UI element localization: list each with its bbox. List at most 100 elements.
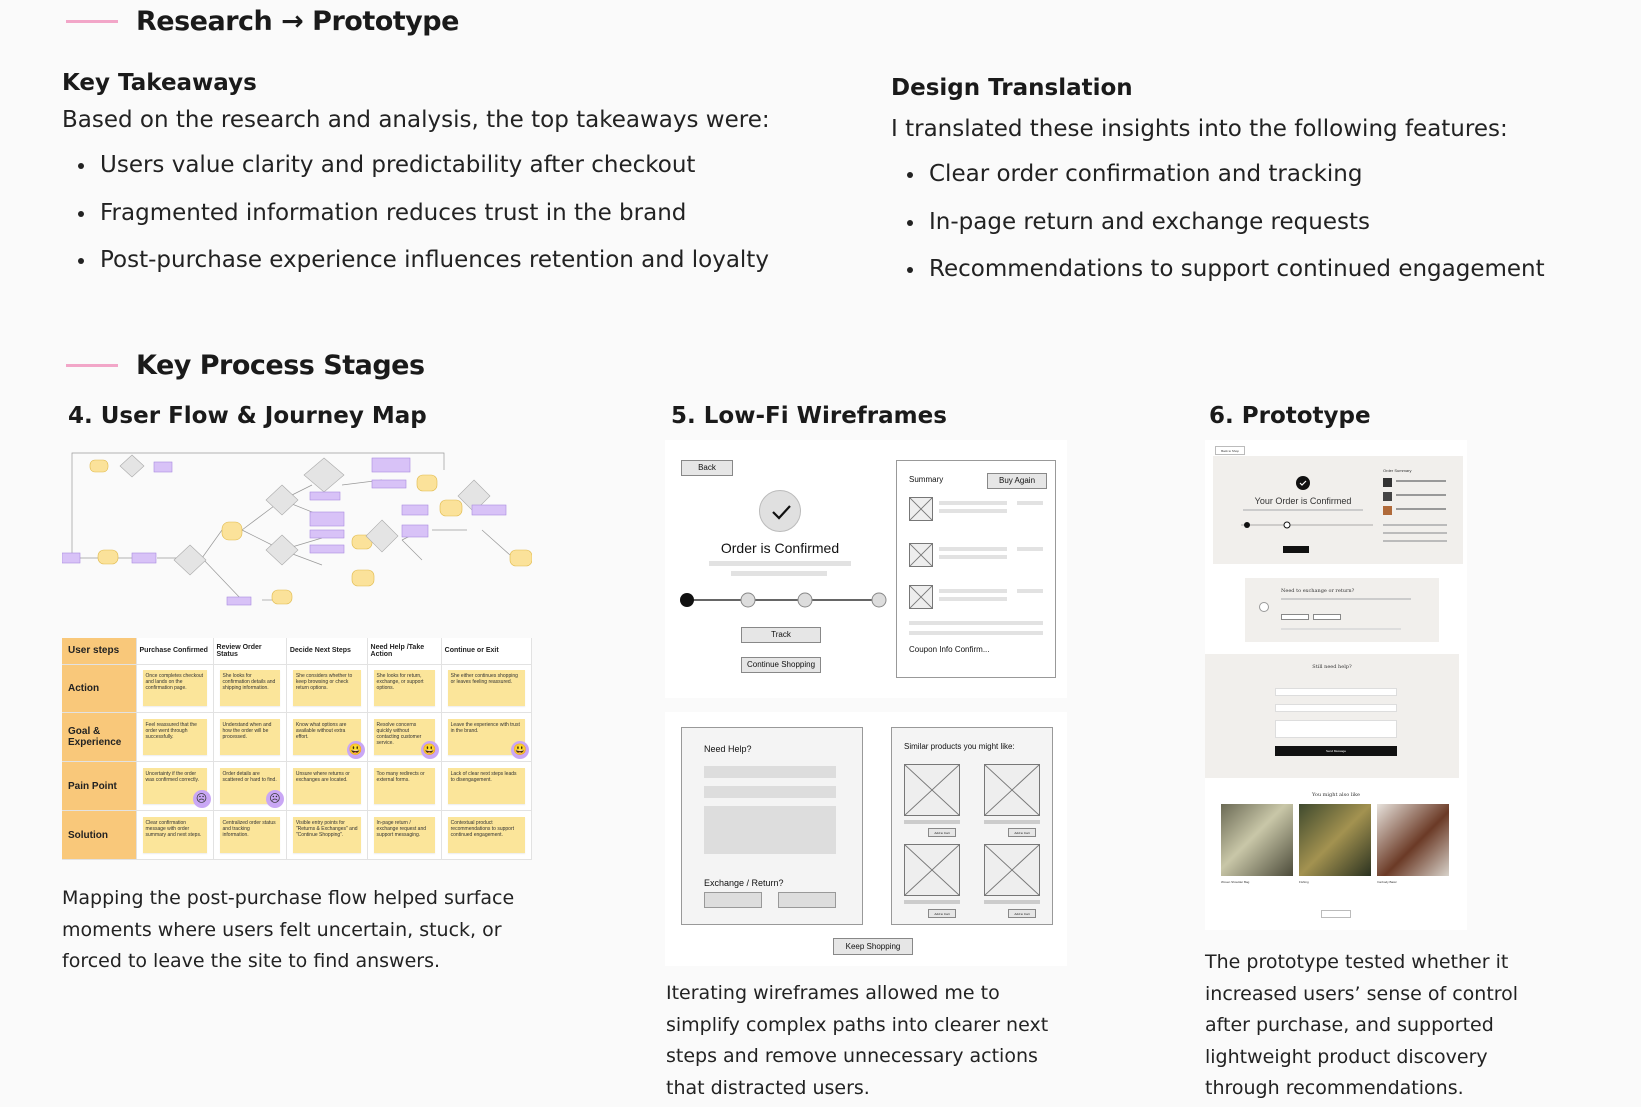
caption-line: lightweight product discovery [1205,1045,1488,1068]
add-to-cart-button[interactable]: Add to Cart [928,909,956,918]
sticky-note: Centralized order status and tracking in… [219,817,280,854]
stage6-heading: 6. Prototype [1209,403,1371,429]
request-return-button[interactable] [1313,614,1341,620]
sticky-text: Resolve concerns quickly without contact… [376,722,422,747]
list-item: Fragmented information reduces trust in … [62,190,822,238]
start-exchange-button[interactable] [1281,614,1309,620]
wireframe-help-recommendations: Need Help? Exchange / Return? Similar pr… [665,712,1067,966]
sad-face-icon: ☹ [265,790,284,809]
proto-progress-tracker [1241,521,1373,529]
message-textarea[interactable] [1275,720,1397,738]
happy-face-icon: 😃 [346,741,365,760]
back-to-shop-button[interactable]: Back to Shop [1215,446,1245,455]
stage5-heading: 5. Low-Fi Wireframes [671,403,947,429]
add-to-cart-button[interactable]: Add to Cart [1008,828,1036,837]
stage5-caption: Iterating wireframes allowed me to simpl… [666,978,1086,1104]
journey-col-header: Purchase Confirmed [136,638,214,665]
user-flow-diagram [61,450,533,620]
sticky-text: Leave the experience with trust in the b… [450,722,520,735]
keep-shopping-button[interactable]: Keep Shopping [833,938,913,955]
stage4-heading: 4. User Flow & Journey Map [68,403,427,429]
sticky-note: Too many redirects or external forms. [373,768,435,805]
caption-line: increased users’ sense of control [1205,982,1519,1005]
proto-confirmed-title: Your Order is Confirmed [1254,496,1352,506]
help-panel: Need Help? Exchange / Return? [681,727,863,925]
stage4-caption: Mapping the post-purchase flow helped su… [62,883,582,978]
user-flow-svg [61,452,533,606]
caption-line: The prototype tested whether it [1205,951,1509,973]
table-row: Solution Clear confirmation message with… [62,810,533,860]
product-name: Woven Shoulder Bag [1221,880,1250,884]
journey-table: User steps Purchase Confirmed Review Ord… [62,638,533,860]
journey-col-header: Decide Next Steps [286,638,368,665]
topic-select[interactable] [1275,688,1397,696]
journey-col-header: Continue or Exit [441,638,533,665]
progress-tracker [680,592,887,608]
sticky-note: Understand when and how the order will b… [219,719,280,756]
sticky-note: In-page return / exchange request and su… [373,817,435,854]
product-image-ironbody[interactable] [1377,804,1449,876]
product-image-fishing[interactable] [1299,804,1371,876]
journey-corner: User steps [62,638,137,665]
add-to-cart-button[interactable]: Add to Cart [928,828,956,837]
happy-face-icon: 😃 [420,741,439,760]
proto-exchange-panel: Need to exchange or return? [1245,578,1439,642]
track-button[interactable]: Track [741,627,821,643]
journey-row-label: Goal & Experience [62,712,137,763]
send-message-button[interactable]: Send Message [1275,746,1397,756]
table-row: Goal & Experience Feel reassured that th… [62,712,533,763]
exchange-return-label: Exchange / Return? [704,878,784,888]
return-button[interactable] [778,892,836,908]
journey-map: User steps Purchase Confirmed Review Ord… [62,638,533,860]
add-to-cart-button[interactable]: Add to Cart [1008,909,1036,918]
sticky-note: Uncertainty if the order was confirmed c… [142,768,211,809]
caption-line: Iterating wireframes allowed me to [666,982,1000,1004]
proto-help-panel: Still need help? Send Message [1205,654,1459,778]
text-placeholder [731,571,827,576]
table-row: User steps Purchase Confirmed Review Ord… [62,638,533,665]
continue-shopping-button[interactable]: Continue Shopping [741,657,821,673]
summary-label: Summary [909,475,944,484]
section-title-text: Research → Prototype [136,6,459,37]
sticky-note: Clear confirmation message with order su… [142,817,207,854]
sticky-note: Feel reassured that the order went throu… [142,719,207,756]
back-to-shop-bottom-button[interactable] [1321,910,1351,918]
wireframe-confirmation: Back Order is Confirmed Track Continue S… [665,440,1067,698]
stage6-caption: The prototype tested whether it increase… [1205,947,1625,1105]
section-title-text: Key Process Stages [136,350,425,381]
back-button[interactable]: Back [681,460,733,476]
image-placeholder-icon [909,497,933,521]
section-title-research: Research → Prototype [66,6,459,37]
image-placeholder-icon [909,585,933,609]
sticky-note: She looks for confirmation details and s… [219,670,280,707]
caption-line: steps and remove unnecessary actions [666,1045,1038,1067]
list-item: In-page return and exchange requests [891,199,1631,247]
buy-again-button[interactable]: Buy Again [987,473,1047,489]
proto-still-help-label: Still need help? [1312,664,1352,670]
product-name: Fishing [1299,880,1309,884]
exchange-button[interactable] [704,892,762,908]
sticky-note: She either continues shopping or leaves … [447,670,525,707]
sticky-note: She considers whether to keep browsing o… [292,670,361,707]
sticky-note: She looks for return, exchange, or suppo… [373,670,435,707]
sticky-text: Know what options are available without … [295,722,347,741]
track-order-button[interactable] [1283,546,1309,553]
journey-row-label: Solution [62,810,137,860]
caption-line: forced to leave the site to find answers… [62,950,441,972]
order-number-field[interactable] [1275,704,1397,712]
section-accent-line [66,364,118,367]
similar-products-panel: Similar products you might like: Add to … [891,727,1053,925]
section-accent-line [66,20,118,23]
section-title-process: Key Process Stages [66,350,425,381]
sticky-text: Uncertainty if the order was confirmed c… [145,771,200,784]
box-icon [1259,602,1269,612]
product-image-woven-bag[interactable] [1221,804,1293,876]
list-item: Recommendations to support continued eng… [891,246,1631,294]
sticky-note: Contextual product recommendations to su… [447,817,525,854]
need-help-label: Need Help? [704,744,752,754]
key-takeaways-heading: Key Takeaways [62,70,257,96]
product-placeholder-icon [984,764,1040,816]
caption-line: moments where users felt uncertain, stuc… [62,918,502,941]
journey-col-header: Review Order Status [213,638,287,665]
caption-line: after purchase, and supported [1205,1014,1494,1036]
